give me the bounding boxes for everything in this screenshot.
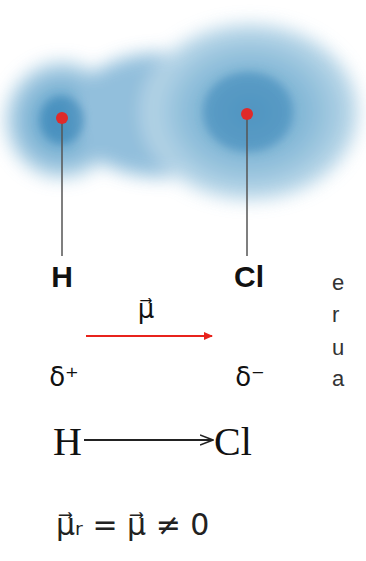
- nucleus-dot: [241, 108, 253, 120]
- bond-arrow: [84, 439, 212, 441]
- nucleus-dot: [56, 112, 68, 124]
- leader-line: [246, 114, 248, 256]
- dipole-label: μ⃗: [138, 296, 155, 322]
- atom-label: H: [51, 262, 73, 292]
- dipole-equation: μ⃗ᵣ = μ⃗ ≠ 0: [56, 510, 209, 540]
- atom-symbol: Cl: [214, 422, 252, 462]
- partial-charge: δ⁻: [235, 364, 265, 390]
- text-fragment: a: [332, 368, 344, 390]
- dipole-arrow: [86, 335, 212, 337]
- leader-line: [61, 118, 63, 256]
- atom-symbol: H: [53, 422, 82, 462]
- text-fragment: e: [332, 272, 344, 294]
- text-fragment: r: [332, 304, 339, 326]
- electron-cloud: [6, 24, 358, 200]
- atom-label: Cl: [234, 262, 264, 292]
- text-fragment: u: [332, 337, 344, 359]
- partial-charge: δ⁺: [49, 364, 79, 390]
